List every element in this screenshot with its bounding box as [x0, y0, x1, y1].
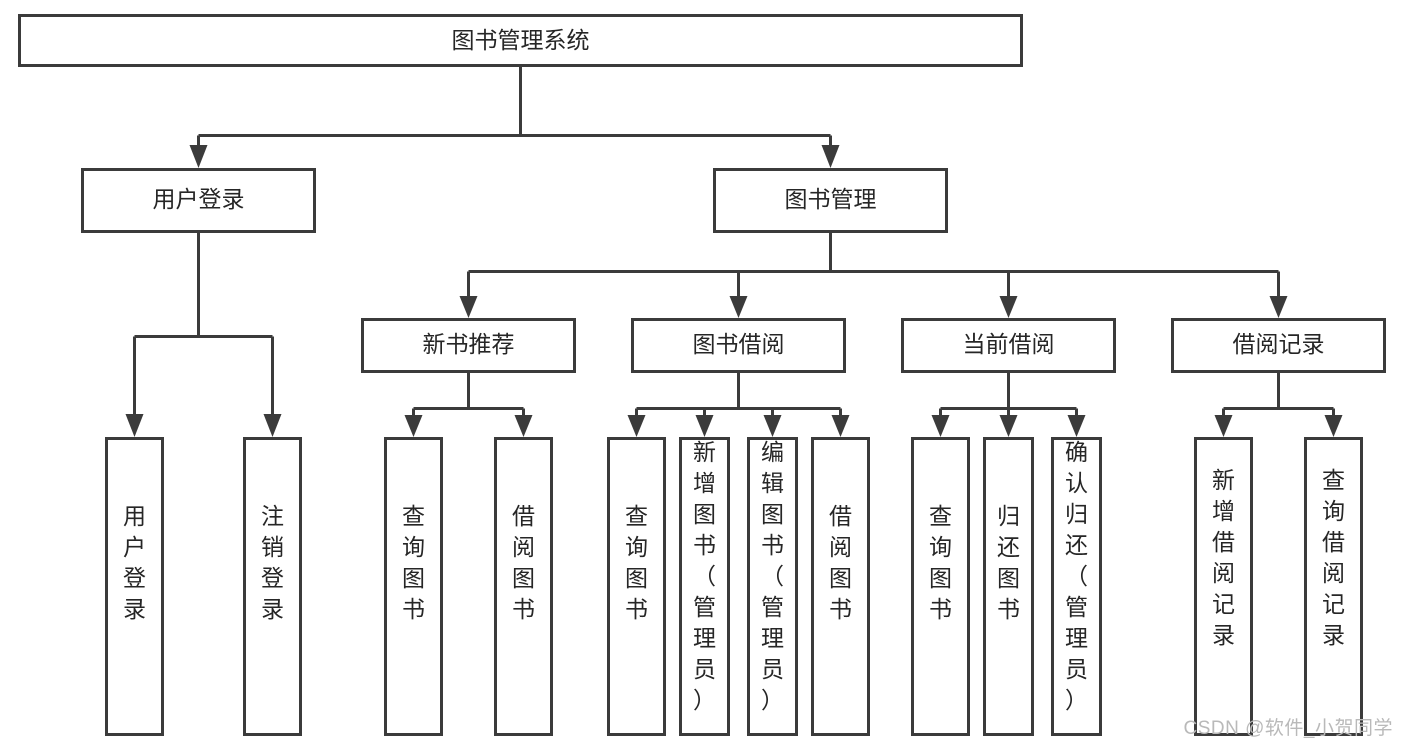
node-leaf-return-book[interactable]: 归还图书 — [983, 437, 1034, 736]
node-leaf-confirm-return-box[interactable] — [1051, 437, 1102, 736]
node-root-box[interactable] — [18, 14, 1023, 67]
node-borrow-record-label: 借阅记录 — [1233, 331, 1325, 357]
node-leaf-confirm-return-label: 确认归还（管理员） — [1065, 439, 1088, 713]
node-leaf-borrow-book-2-box[interactable] — [811, 437, 870, 736]
node-leaf-query-record-label: 查询借阅记录 — [1322, 467, 1345, 648]
node-leaf-borrow-book-1-box[interactable] — [494, 437, 553, 736]
node-root[interactable]: 图书管理系统 — [18, 14, 1023, 67]
node-book-borrow[interactable]: 图书借阅 — [631, 318, 846, 373]
arrowhead-leaf-add-record — [1214, 415, 1233, 437]
node-leaf-query-record[interactable]: 查询借阅记录 — [1304, 437, 1363, 736]
node-leaf-query-book-2-box[interactable] — [607, 437, 666, 736]
node-leaf-add-record[interactable]: 新增借阅记录 — [1194, 437, 1253, 736]
node-leaf-borrow-book-1[interactable]: 借阅图书 — [494, 437, 553, 736]
node-book-borrow-box[interactable] — [631, 318, 846, 373]
node-new-book-rec-label: 新书推荐 — [423, 331, 515, 357]
node-book-borrow-label: 图书借阅 — [693, 331, 785, 357]
node-leaf-query-book-1[interactable]: 查询图书 — [384, 437, 443, 736]
node-user-login-box[interactable] — [81, 168, 316, 233]
node-leaf-user-login[interactable]: 用户登录 — [105, 437, 164, 736]
node-current-borrow-box[interactable] — [901, 318, 1116, 373]
node-borrow-record[interactable]: 借阅记录 — [1171, 318, 1386, 373]
node-leaf-query-book-1-label: 查询图书 — [402, 503, 425, 622]
arrowhead-leaf-user-login — [125, 414, 144, 437]
arrowhead-new-book-rec — [459, 296, 478, 318]
arrowhead-leaf-query-book-3 — [931, 415, 950, 437]
node-leaf-add-book-label: 新增图书（管理员） — [693, 439, 716, 713]
node-leaf-edit-book-box[interactable] — [747, 437, 798, 736]
node-book-mgmt[interactable]: 图书管理 — [713, 168, 948, 233]
node-leaf-query-book-2[interactable]: 查询图书 — [607, 437, 666, 736]
node-leaf-query-book-2-label: 查询图书 — [625, 503, 648, 622]
node-new-book-rec-box[interactable] — [361, 318, 576, 373]
arrowhead-leaf-query-book-2 — [627, 415, 646, 437]
node-leaf-query-book-3[interactable]: 查询图书 — [911, 437, 970, 736]
node-current-borrow-label: 当前借阅 — [963, 331, 1055, 357]
arrowhead-leaf-borrow-book-2 — [831, 415, 850, 437]
node-leaf-borrow-book-2[interactable]: 借阅图书 — [811, 437, 870, 736]
node-leaf-add-record-label: 新增借阅记录 — [1212, 467, 1235, 648]
node-leaf-add-record-box[interactable] — [1194, 437, 1253, 736]
node-leaf-confirm-return[interactable]: 确认归还（管理员） — [1051, 437, 1102, 736]
arrowhead-leaf-edit-book — [763, 415, 782, 437]
arrowhead-leaf-query-record — [1324, 415, 1343, 437]
node-leaf-logout[interactable]: 注销登录 — [243, 437, 302, 736]
arrowhead-current-borrow — [999, 296, 1018, 318]
node-leaf-add-book-box[interactable] — [679, 437, 730, 736]
node-user-login[interactable]: 用户登录 — [81, 168, 316, 233]
node-leaf-return-book-box[interactable] — [983, 437, 1034, 736]
node-leaf-borrow-book-2-label: 借阅图书 — [829, 503, 852, 622]
node-borrow-record-box[interactable] — [1171, 318, 1386, 373]
node-leaf-query-book-3-label: 查询图书 — [929, 503, 952, 622]
node-leaf-user-login-label: 用户登录 — [123, 503, 146, 622]
node-leaf-edit-book-label: 编辑图书（管理员） — [761, 439, 784, 713]
arrowhead-book-mgmt — [821, 145, 840, 168]
node-new-book-rec[interactable]: 新书推荐 — [361, 318, 576, 373]
node-leaf-edit-book[interactable]: 编辑图书（管理员） — [747, 437, 798, 736]
arrowhead-borrow-record — [1269, 296, 1288, 318]
arrowhead-book-borrow — [729, 296, 748, 318]
node-leaf-logout-box[interactable] — [243, 437, 302, 736]
connector-layer — [125, 66, 1343, 437]
arrowhead-user-login — [189, 145, 208, 168]
arrowhead-leaf-borrow-book-1 — [514, 415, 533, 437]
node-current-borrow[interactable]: 当前借阅 — [901, 318, 1116, 373]
arrowhead-leaf-add-book — [695, 415, 714, 437]
arrowhead-leaf-confirm-return — [1067, 415, 1086, 437]
node-book-mgmt-box[interactable] — [713, 168, 948, 233]
node-leaf-add-book[interactable]: 新增图书（管理员） — [679, 437, 730, 736]
node-leaf-borrow-book-1-label: 借阅图书 — [512, 503, 535, 622]
arrowhead-leaf-query-book-1 — [404, 415, 423, 437]
node-leaf-user-login-box[interactable] — [105, 437, 164, 736]
node-root-label: 图书管理系统 — [452, 27, 590, 53]
arrowhead-leaf-logout — [263, 414, 282, 437]
node-leaf-logout-label: 注销登录 — [261, 503, 284, 622]
arrowhead-leaf-return-book — [999, 415, 1018, 437]
node-user-login-label: 用户登录 — [153, 186, 245, 212]
node-book-mgmt-label: 图书管理 — [785, 186, 877, 212]
node-leaf-query-book-3-box[interactable] — [911, 437, 970, 736]
node-leaf-return-book-label: 归还图书 — [997, 503, 1020, 622]
node-leaf-query-book-1-box[interactable] — [384, 437, 443, 736]
node-leaf-query-record-box[interactable] — [1304, 437, 1363, 736]
